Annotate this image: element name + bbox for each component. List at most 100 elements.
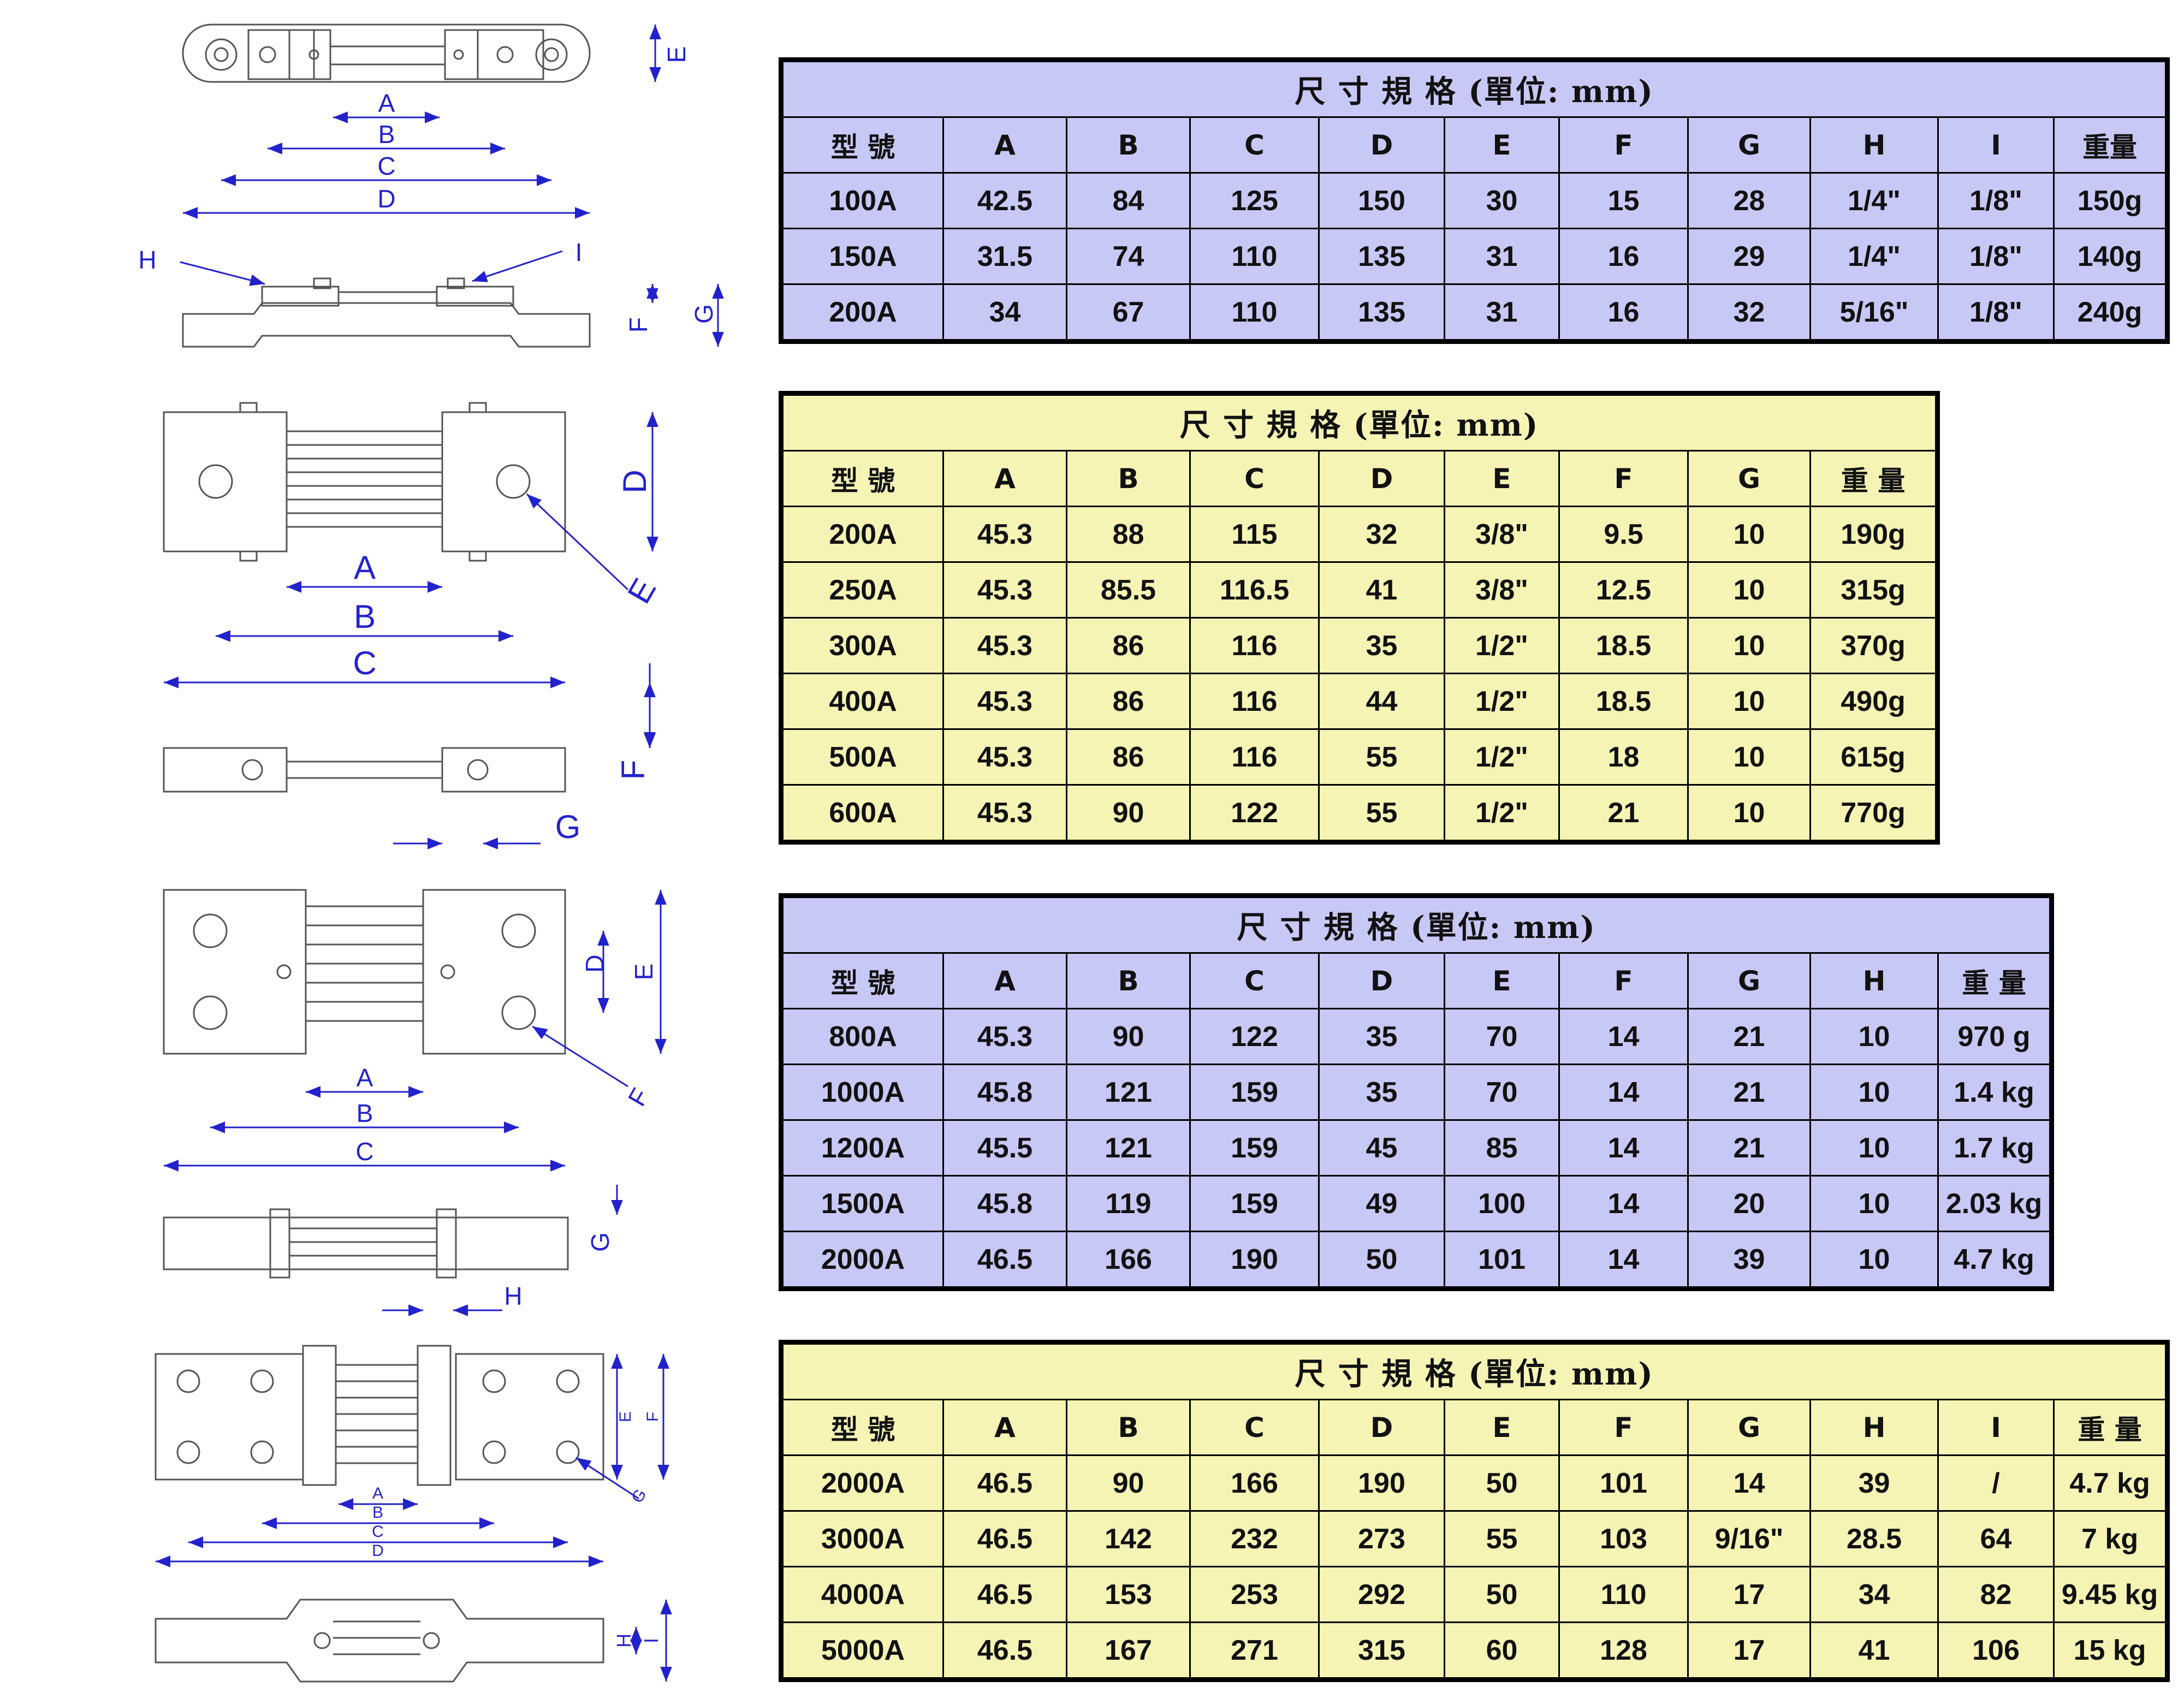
table-cell: 166 [1066, 1231, 1191, 1288]
table-cell: 90 [1066, 1454, 1191, 1512]
shunt-2000a-5000a-top-view [155, 1345, 604, 1486]
column-header: F [1558, 116, 1689, 174]
table-cell: 42.5 [942, 172, 1067, 229]
table-cell: 150 [1318, 172, 1445, 229]
table-cell: 44 [1318, 673, 1445, 730]
table-cell: 800A [782, 1008, 944, 1065]
table-cell: 10 [1687, 728, 1811, 786]
table-cell: 1.7 kg [1937, 1119, 2051, 1177]
table-cell: 14 [1558, 1175, 1689, 1232]
column-header: 重量 [2052, 116, 2167, 174]
table-row: 500A 45.3 86 116 55 1/2" 18 10 615g [782, 728, 1937, 786]
table-cell: 106 [1937, 1621, 2055, 1679]
dim-label: E [620, 572, 663, 609]
column-header: D [1318, 116, 1445, 174]
table-cell: 10 [1687, 506, 1811, 563]
table-cell: 116 [1189, 673, 1320, 730]
column-header: 型 號 [782, 116, 944, 174]
column-header: C [1189, 952, 1320, 1009]
table-cell: 10 [1809, 1064, 1939, 1121]
column-header: I [1937, 116, 2055, 174]
table-cell: 28.5 [1809, 1510, 1939, 1567]
table-row: 1500A 45.8 119 159 49 100 14 20 10 2.03 … [782, 1175, 2051, 1232]
table-cell: 32 [1687, 283, 1811, 341]
table-cell: 2000A [782, 1231, 944, 1288]
dim-label: I [575, 238, 583, 266]
table-cell: 135 [1318, 283, 1445, 341]
table-cell: 17 [1687, 1566, 1811, 1623]
table-row: 4000A 46.5 153 253 292 50 110 17 34 82 9… [782, 1566, 2167, 1623]
table-cell: 45.3 [942, 673, 1067, 730]
table-cell: 50 [1444, 1454, 1560, 1512]
column-header: C [1189, 1399, 1320, 1456]
table-cell: 1/8" [1937, 283, 2055, 341]
table-cell: 250A [782, 561, 944, 619]
table-cell: 1/8" [1937, 228, 2055, 285]
table-cell: 122 [1189, 784, 1320, 841]
table-cell: 150A [782, 228, 944, 285]
table-cell: 16 [1558, 228, 1689, 285]
table-cell: 135 [1318, 228, 1445, 285]
table-cell: 18.5 [1558, 617, 1689, 674]
table-cell: 32 [1318, 506, 1445, 563]
table-cell: 10 [1809, 1008, 1939, 1065]
table-cell: 1/4" [1809, 228, 1939, 285]
column-header: G [1687, 1399, 1811, 1456]
table-cell: 166 [1189, 1454, 1320, 1512]
technical-drawings: E A B C D H I F G D E A B C F G D E A B … [138, 23, 724, 1683]
table-cell: 3/8" [1444, 561, 1560, 619]
dim-label: A [378, 89, 395, 117]
table-cell: 60 [1444, 1621, 1560, 1679]
column-header: C [1189, 450, 1320, 507]
table-cell: 103 [1558, 1510, 1689, 1567]
table-cell: 4.7 kg [2052, 1454, 2167, 1512]
column-header: E [1444, 1399, 1560, 1456]
table-cell: 12.5 [1558, 561, 1689, 619]
table-cell: 121 [1066, 1119, 1191, 1177]
shunt-200a-600a-top-view [163, 402, 566, 562]
dim-label: G [555, 809, 581, 845]
table-cell: 4.7 kg [1937, 1231, 2051, 1288]
table-cell: 31 [1444, 283, 1560, 341]
table-cell: 240g [2052, 283, 2167, 341]
column-header: E [1444, 116, 1560, 174]
table-cell: 82 [1937, 1566, 2055, 1623]
table-cell: 41 [1318, 561, 1445, 619]
table-cell: 116.5 [1189, 561, 1320, 619]
table-row: 200A 34 67 110 135 31 16 32 5/16" 1/8" 2… [782, 283, 2167, 341]
dim-label: G [690, 304, 718, 324]
column-header: B [1066, 116, 1191, 174]
table-cell: 232 [1189, 1510, 1320, 1567]
table-cell: 10 [1809, 1119, 1939, 1177]
table-cell: 70 [1444, 1008, 1560, 1065]
table-title: 尺 寸 規 格 (單位: mm) [782, 394, 1937, 452]
table-cell: 86 [1066, 673, 1191, 730]
dim-label: H [613, 1633, 635, 1648]
table-cell: 55 [1444, 1510, 1560, 1567]
column-header: G [1687, 450, 1811, 507]
table-cell: 200A [782, 506, 944, 563]
dim-label: I [640, 1638, 662, 1643]
shunt-100a-side-view [182, 277, 591, 348]
dim-label: D [377, 185, 395, 213]
column-header: F [1558, 1399, 1689, 1456]
table-cell: 70 [1444, 1064, 1560, 1121]
column-header: D [1318, 450, 1445, 507]
table-cell: 86 [1066, 617, 1191, 674]
shunt-2000a-5000a-side-view [155, 1599, 604, 1683]
table-cell: 116 [1189, 617, 1320, 674]
table-cell: 1/4" [1809, 172, 1939, 229]
column-header: B [1066, 450, 1191, 507]
table-cell: 34 [942, 283, 1067, 341]
table-cell: 39 [1809, 1454, 1939, 1512]
table-cell: 3000A [782, 1510, 944, 1567]
table-cell: 100 [1444, 1175, 1560, 1232]
dim-label: E [630, 964, 658, 981]
table-cell: 74 [1066, 228, 1191, 285]
table-cell: 1/2" [1444, 728, 1560, 786]
table-cell: 15 [1558, 172, 1689, 229]
table-cell: 45.3 [942, 784, 1067, 841]
dim-label: D [372, 1542, 384, 1560]
column-header: H [1809, 116, 1939, 174]
table-cell: 30 [1444, 172, 1560, 229]
